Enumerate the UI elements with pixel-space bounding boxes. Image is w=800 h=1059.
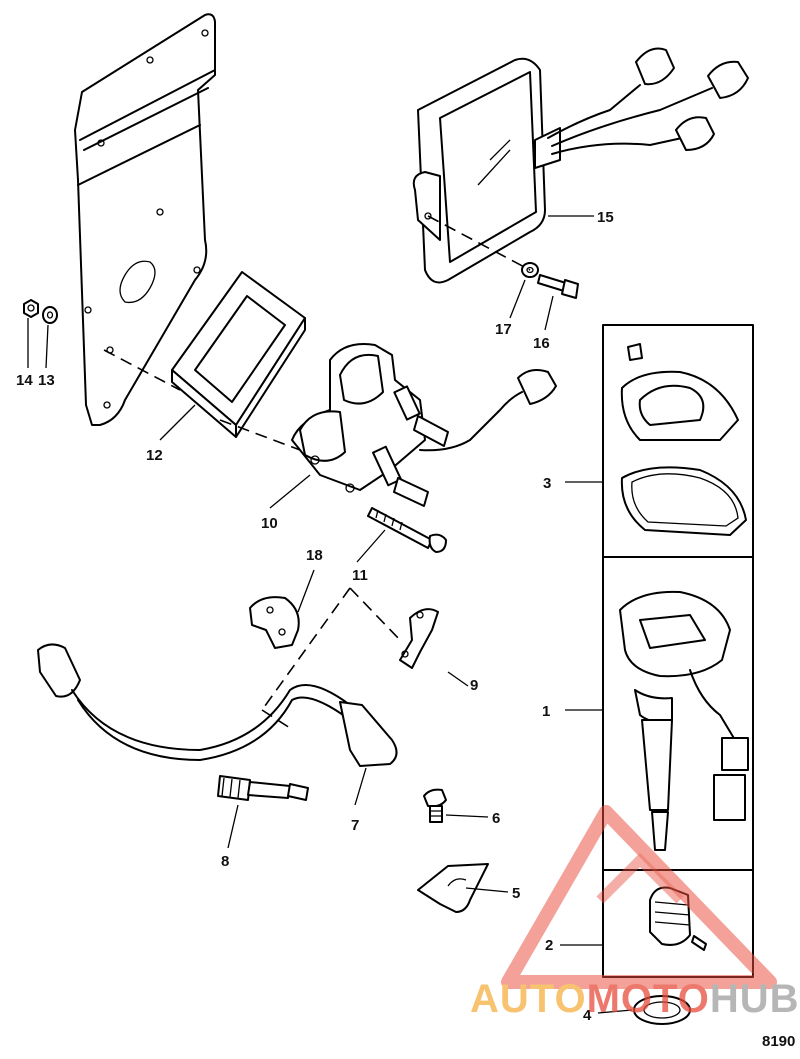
callout-2: 2 bbox=[545, 937, 553, 954]
watermark-logo-triangle bbox=[501, 805, 777, 989]
switch-box-15 bbox=[412, 47, 749, 284]
nut-14 bbox=[23, 299, 39, 318]
callout-6: 6 bbox=[492, 810, 500, 827]
callout-15: 15 bbox=[597, 209, 614, 226]
svg-text:AUTOMOTOHUB: AUTOMOTOHUB bbox=[470, 977, 800, 1021]
callout-14: 14 bbox=[16, 372, 33, 389]
spark-plug-8 bbox=[217, 775, 309, 801]
mounting-plate bbox=[74, 13, 216, 426]
clamp-18 bbox=[249, 596, 300, 649]
gear-2 bbox=[649, 886, 707, 951]
washer-13 bbox=[42, 306, 58, 324]
clamp-9 bbox=[399, 608, 439, 669]
callout-17: 17 bbox=[495, 321, 512, 338]
cover-3 bbox=[620, 343, 747, 536]
callout-10: 10 bbox=[261, 515, 278, 532]
callout-labels: 1 2 3 4 5 6 7 8 9 10 11 12 13 14 15 16 1… bbox=[16, 209, 614, 1024]
oring-4 bbox=[633, 995, 691, 1025]
screw-16 bbox=[537, 274, 579, 299]
trigger-1 bbox=[619, 590, 749, 851]
callout-13: 13 bbox=[38, 372, 55, 389]
retainer-5 bbox=[417, 863, 489, 913]
callout-3: 3 bbox=[543, 475, 551, 492]
figure-number: 8190 bbox=[762, 1033, 795, 1050]
ignition-coil-10 bbox=[291, 343, 557, 507]
screw-6 bbox=[423, 788, 447, 823]
callout-18: 18 bbox=[306, 547, 323, 564]
watermark: AUTOMOTOHUB bbox=[470, 805, 800, 1021]
callout-9: 9 bbox=[470, 677, 478, 694]
callout-12: 12 bbox=[146, 447, 163, 464]
callout-11: 11 bbox=[352, 567, 368, 584]
callout-4: 4 bbox=[583, 1007, 592, 1024]
watermark-part-hub: HUB bbox=[710, 977, 800, 1021]
callout-16: 16 bbox=[533, 335, 550, 352]
callout-1: 1 bbox=[542, 703, 550, 720]
spacer-12 bbox=[171, 271, 306, 438]
callout-5: 5 bbox=[512, 885, 520, 902]
watermark-part-moto: MOTO bbox=[587, 977, 710, 1021]
alignment-lines bbox=[103, 215, 531, 729]
spark-plug-lead-7 bbox=[37, 643, 398, 767]
watermark-part-auto: AUTO bbox=[470, 977, 587, 1021]
leader-lines bbox=[27, 215, 633, 1014]
callout-7: 7 bbox=[351, 817, 359, 834]
bolt-11 bbox=[367, 507, 447, 553]
callout-8: 8 bbox=[221, 853, 229, 870]
